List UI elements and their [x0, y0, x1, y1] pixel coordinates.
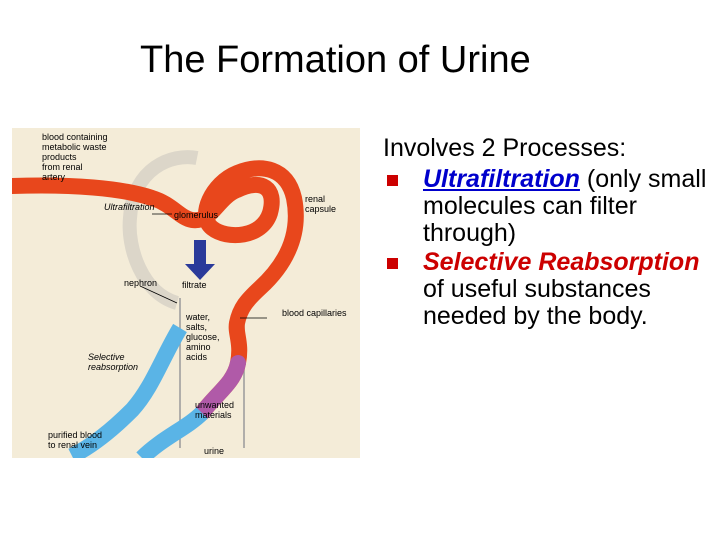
pointer-lines: [139, 213, 267, 319]
glomerulus-label: glomerulus: [174, 210, 219, 220]
substances-label-1: salts,: [186, 322, 207, 332]
filtrate-label: filtrate: [182, 280, 207, 290]
unwanted-label-1: materials: [195, 410, 232, 420]
blood-label-3: from renal: [42, 162, 83, 172]
blood-capillaries-label: blood capillaries: [282, 308, 347, 318]
ultrafiltration-label: Ultrafiltration: [104, 202, 155, 212]
nephron-diagram: blood containing metabolic waste product…: [4, 128, 360, 464]
purified-label-1: to renal vein: [48, 440, 97, 450]
substances-label-3: amino: [186, 342, 211, 352]
vein-path: [136, 407, 208, 464]
renal-capsule-label-1: capsule: [305, 204, 336, 214]
filtrate-arrow-head: [185, 264, 215, 280]
selective-label-0: Selective: [88, 352, 125, 362]
bullet-square-icon: [387, 258, 398, 269]
blood-label-0: blood containing: [42, 132, 108, 142]
blood-label-2: products: [42, 152, 77, 162]
content-panel: Involves 2 Processes: Ultrafiltration (o…: [383, 135, 723, 332]
bullet-ultrafiltration: Ultrafiltration (only small molecules ca…: [383, 166, 723, 247]
intro-text: Involves 2 Processes:: [383, 134, 627, 162]
substances-label-2: glucose,: [186, 332, 220, 342]
unwanted-label-0: unwanted: [195, 400, 234, 410]
bullet-square-icon: [387, 175, 398, 186]
capsule-wall: [122, 150, 199, 310]
filtrate-arrow-shaft: [194, 240, 206, 264]
substances-label-0: water,: [185, 312, 210, 322]
substances-label-4: acids: [186, 352, 208, 362]
artery-path: [4, 160, 304, 421]
renal-capsule-label-0: renal: [305, 194, 325, 204]
purified-label-0: purified blood: [48, 430, 102, 440]
nephron-illustration: blood containing metabolic waste product…: [4, 128, 360, 464]
selective-label-1: reabsorption: [88, 362, 138, 372]
bullet-reabsorption-text: of useful substances needed by the body.: [423, 275, 651, 330]
blood-label-4: artery: [42, 172, 66, 182]
term-ultrafiltration[interactable]: Ultrafiltration: [423, 165, 580, 193]
term-selective-reabsorption: Selective Reabsorption: [423, 248, 700, 276]
blood-label-1: metabolic waste: [42, 142, 107, 152]
bullet-ultrafiltration-text: (only small molecules can filter through…: [423, 165, 707, 247]
nephron-label: nephron: [124, 278, 157, 288]
capillary-transition: [194, 355, 246, 421]
bullet-reabsorption: Selective Reabsorption of useful substan…: [383, 249, 723, 330]
vein-path-2: [68, 323, 187, 464]
urine-label: urine: [204, 446, 224, 456]
slide-title: The Formation of Urine: [140, 39, 531, 81]
